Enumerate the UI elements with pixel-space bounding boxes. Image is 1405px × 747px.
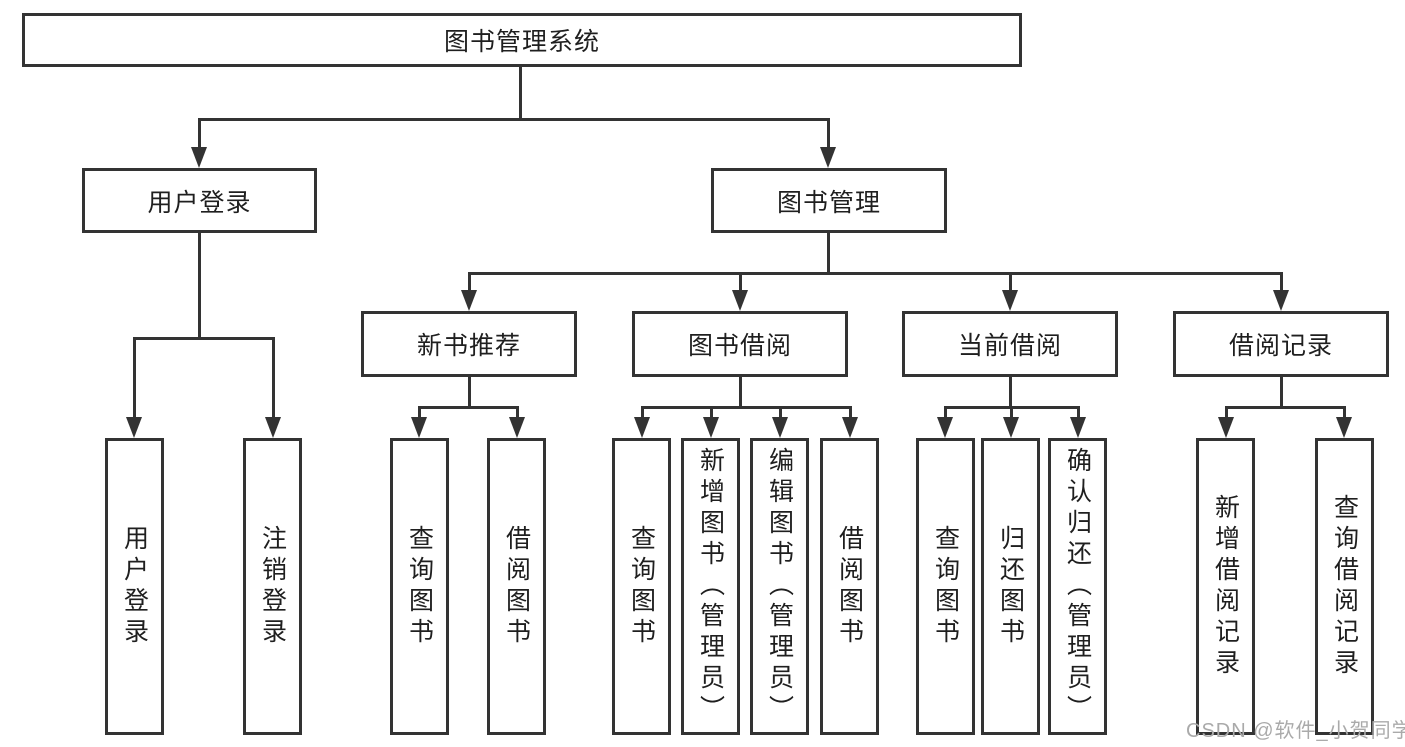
- arrowhead-icon: [731, 290, 748, 311]
- node-user-login: 用户登录: [82, 168, 317, 233]
- arrowhead-icon: [1217, 417, 1234, 438]
- leaf-edit-book-admin-label: 编辑图书（管理员）: [765, 447, 794, 726]
- node-borrow-records-label: 借阅记录: [1228, 332, 1333, 360]
- connector-line: [133, 337, 275, 340]
- leaf-query-books-3-label: 查询图书: [931, 524, 960, 649]
- leaf-query-books-1-label: 查询图书: [405, 524, 434, 649]
- connector-line: [640, 406, 644, 420]
- csdn-watermark: CSDN @软件_小贺同学: [1186, 720, 1405, 742]
- connector-line: [467, 272, 471, 293]
- connector-line: [944, 406, 947, 420]
- leaf-query-books-2: 查询图书: [612, 438, 671, 735]
- arrowhead-icon: [126, 417, 142, 438]
- connector-line: [1279, 272, 1283, 293]
- connector-line: [827, 118, 830, 150]
- node-new-book-recommend-label: 新书推荐: [416, 332, 521, 360]
- node-root-label: 图书管理系统: [443, 28, 600, 56]
- node-book-borrow-label: 图书借阅: [687, 332, 792, 360]
- connector-line: [778, 406, 782, 420]
- leaf-borrow-books-2: 借阅图书: [820, 438, 879, 735]
- connector-line: [198, 118, 830, 121]
- node-root: 图书管理系统: [22, 13, 1022, 67]
- connector-line: [467, 272, 1283, 275]
- leaf-logout: 注销登录: [243, 438, 302, 735]
- leaf-borrow-books-1-label: 借阅图书: [502, 524, 531, 649]
- arrowhead-icon: [702, 417, 719, 438]
- node-book-management-label: 图书管理: [776, 188, 881, 217]
- node-current-borrow: 当前借阅: [902, 311, 1118, 377]
- connector-line: [1008, 272, 1012, 293]
- leaf-add-book-admin: 新增图书（管理员）: [681, 438, 740, 735]
- connector-line: [1279, 377, 1283, 409]
- leaf-query-borrow-record: 查询借阅记录: [1315, 438, 1374, 735]
- leaf-query-books-1: 查询图书: [390, 438, 449, 735]
- leaf-query-books-2-label: 查询图书: [627, 524, 656, 649]
- leaf-logout-label: 注销登录: [258, 524, 287, 649]
- leaf-borrow-books-1: 借阅图书: [487, 438, 546, 735]
- leaf-add-borrow-record-label: 新增借阅记录: [1211, 493, 1240, 680]
- arrowhead-icon: [1336, 417, 1352, 438]
- arrowhead-icon: [937, 417, 953, 438]
- arrowhead-icon: [1002, 417, 1019, 438]
- connector-line: [738, 272, 742, 293]
- connector-line: [418, 406, 421, 420]
- node-current-borrow-label: 当前借阅: [957, 332, 1062, 360]
- arrowhead-icon: [411, 417, 427, 438]
- leaf-user-login-label: 用户登录: [120, 524, 149, 649]
- arrowhead-icon: [1272, 290, 1289, 311]
- connector-line: [198, 233, 201, 340]
- leaf-borrow-books-2-label: 借阅图书: [835, 524, 864, 649]
- connector-line: [519, 67, 522, 121]
- arrowhead-icon: [264, 417, 281, 438]
- connector-line: [1009, 406, 1013, 420]
- connector-line: [1076, 406, 1080, 420]
- connector-line: [738, 377, 742, 409]
- node-borrow-records: 借阅记录: [1173, 311, 1389, 377]
- leaf-add-borrow-record: 新增借阅记录: [1196, 438, 1255, 735]
- connector-line: [198, 118, 201, 150]
- arrowhead-icon: [820, 147, 836, 168]
- connector-line: [133, 337, 136, 420]
- connector-line: [709, 406, 713, 420]
- connector-line: [1224, 406, 1346, 409]
- leaf-return-book: 归还图书: [981, 438, 1040, 735]
- arrowhead-icon: [841, 417, 858, 438]
- arrowhead-icon: [633, 417, 650, 438]
- leaf-confirm-return-admin-label: 确认归还（管理员）: [1063, 447, 1092, 726]
- leaf-query-borrow-record-label: 查询借阅记录: [1330, 493, 1359, 680]
- leaf-edit-book-admin: 编辑图书（管理员）: [750, 438, 809, 735]
- connector-line: [848, 406, 852, 420]
- connector-line: [1008, 377, 1012, 409]
- node-book-borrow: 图书借阅: [632, 311, 848, 377]
- arrowhead-icon: [508, 417, 525, 438]
- connector-line: [1224, 406, 1228, 420]
- leaf-query-books-3: 查询图书: [916, 438, 975, 735]
- node-book-management: 图书管理: [711, 168, 947, 233]
- arrowhead-icon: [1069, 417, 1086, 438]
- leaf-return-book-label: 归还图书: [996, 524, 1025, 649]
- arrowhead-icon: [191, 147, 207, 168]
- leaf-confirm-return-admin: 确认归还（管理员）: [1048, 438, 1107, 735]
- connector-line: [1343, 406, 1346, 420]
- connector-line: [418, 406, 519, 409]
- arrowhead-icon: [460, 290, 477, 311]
- connector-line: [515, 406, 519, 420]
- leaf-user-login: 用户登录: [105, 438, 164, 735]
- leaf-add-book-admin-label: 新增图书（管理员）: [696, 447, 725, 726]
- arrowhead-icon: [771, 417, 788, 438]
- node-new-book-recommend: 新书推荐: [361, 311, 577, 377]
- node-user-login-label: 用户登录: [147, 188, 252, 217]
- connector-line: [271, 337, 275, 420]
- connector-line: [467, 377, 471, 409]
- connector-line: [640, 406, 852, 409]
- arrowhead-icon: [1001, 290, 1018, 311]
- connector-line: [827, 233, 830, 275]
